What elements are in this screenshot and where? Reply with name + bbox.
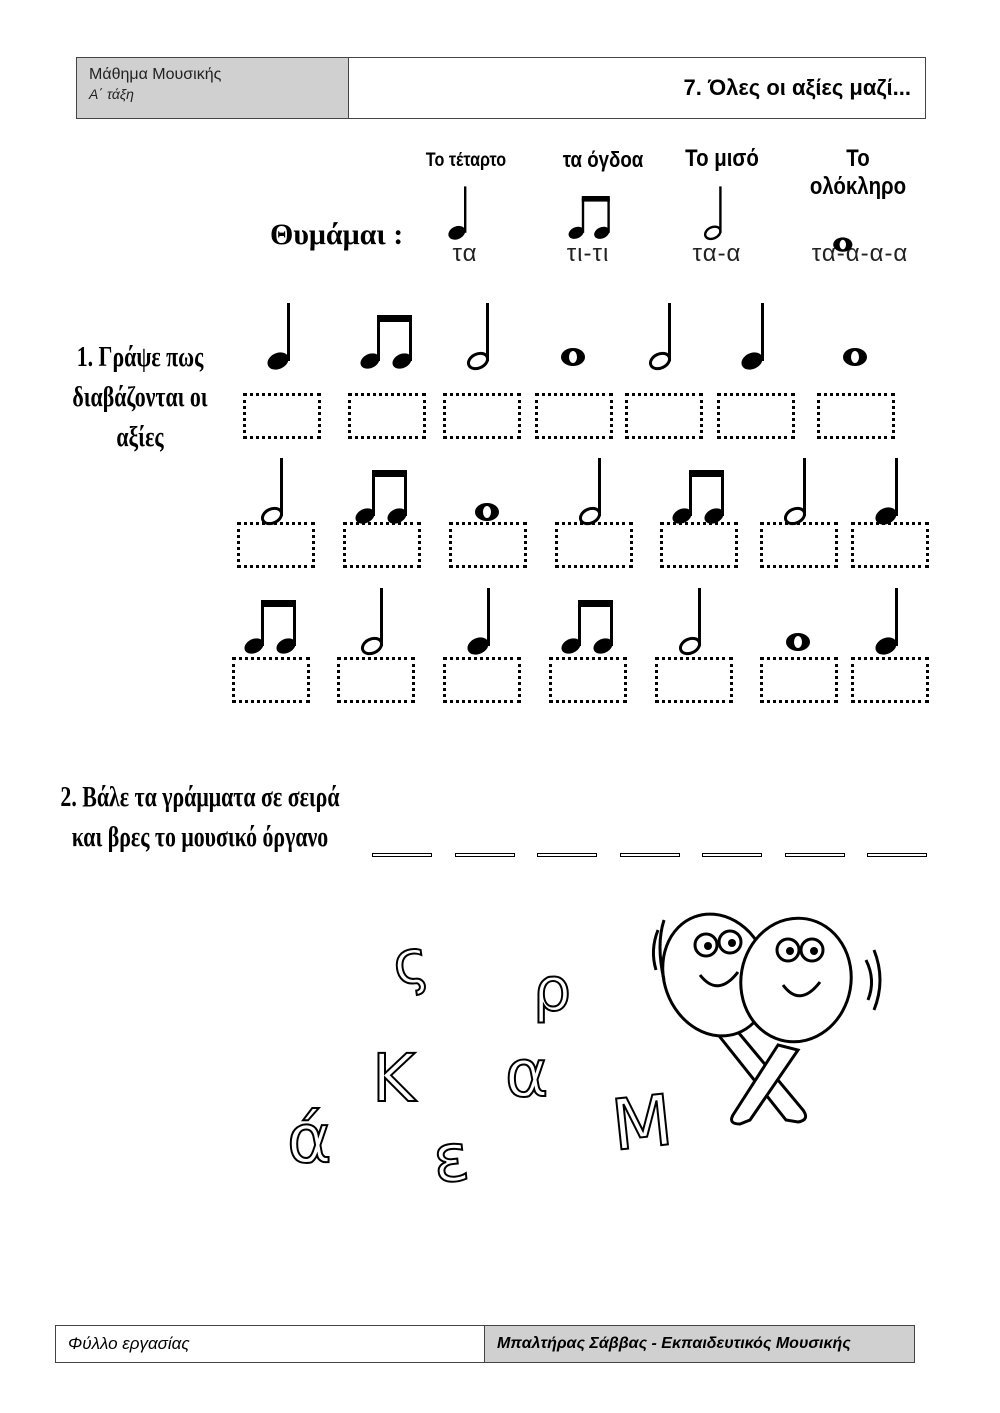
letter-tile[interactable]: α (504, 1034, 549, 1113)
letter-tile[interactable]: Κ (371, 1039, 416, 1118)
eighths-note-icon (360, 315, 412, 369)
exercise2-title-line1: 2. Βάλε τα γράμματα σε σειρά (60, 782, 340, 813)
answer-box[interactable] (535, 393, 613, 439)
answer-box[interactable] (343, 522, 421, 568)
answer-box[interactable] (555, 522, 633, 568)
eighths-note-icon (672, 470, 724, 524)
footer-left-label: Φύλλο εργασίας (68, 1334, 190, 1353)
answer-blank[interactable] (537, 853, 597, 857)
half-note-icon (648, 303, 672, 371)
answer-box[interactable] (243, 393, 321, 439)
half-note-icon (466, 303, 490, 371)
half-note-icon (360, 588, 384, 656)
answer-box[interactable] (760, 522, 838, 568)
letter-tile[interactable]: ά (286, 1099, 333, 1180)
maracas-icon (651, 912, 882, 1126)
answer-blank[interactable] (454, 853, 515, 857)
answer-box[interactable] (237, 522, 315, 568)
legend-name-eighths: τα όγδοα (562, 147, 644, 172)
worksheet-footer: Φύλλο εργασίας Μπαλτήρας Σάββας - Εκπαιδ… (55, 1325, 915, 1363)
footer-author-label: Μπαλτήρας Σάββας - Εκπαιδευτικός Μουσική… (484, 1326, 914, 1362)
eighths-note-icon (568, 196, 610, 239)
letter-tile[interactable]: ε (428, 1117, 474, 1199)
answer-blank[interactable] (372, 853, 432, 857)
exercise1-title-line2: διαβάζονται οι αξίες (72, 382, 208, 453)
answer-box[interactable] (851, 522, 929, 568)
quarter-note-icon (448, 186, 467, 240)
legend-syllable-whole: τα-α-α-α (811, 240, 909, 267)
whole-note-icon (475, 503, 499, 521)
quarter-note-icon (267, 303, 290, 370)
exercise1-title-line1: 1. Γράψε πως (76, 342, 204, 373)
subject-label: Μάθημα Μουσικής (89, 66, 222, 83)
header-subject-cell: Μάθημα Μουσικής Α΄ τάξη (77, 58, 349, 118)
legend-syllable-eighths: τι-τι (566, 240, 610, 267)
whole-note-icon (786, 633, 810, 651)
answer-box[interactable] (851, 657, 929, 703)
legend-name-half: Το μισό (685, 145, 759, 172)
answer-box[interactable] (443, 393, 521, 439)
exercise2-title-line2: και βρες το μουσικό όργανο (71, 822, 329, 853)
legend-syllable-quarter: τα (452, 240, 478, 267)
answer-box[interactable] (549, 657, 627, 703)
answer-box[interactable] (760, 657, 838, 703)
eighths-note-icon (561, 600, 613, 654)
quarter-note-icon (741, 303, 764, 370)
answer-box[interactable] (443, 657, 521, 703)
answer-box[interactable] (625, 393, 703, 439)
remember-label: Θυμάμαι : (270, 218, 404, 251)
legend-syllable-half: τα-α (692, 240, 742, 267)
answer-box[interactable] (232, 657, 310, 703)
eighths-note-icon (244, 600, 296, 654)
answer-blank[interactable] (784, 853, 845, 857)
legend-name-quarter: Το τέταρτο (425, 150, 507, 171)
half-note-icon (578, 458, 602, 526)
whole-note-icon (843, 348, 867, 366)
answer-box[interactable] (655, 657, 733, 703)
half-note-icon (260, 458, 284, 526)
grade-label: Α΄ τάξη (89, 86, 134, 102)
exercise2-title: 2. Βάλε τα γράμματα σε σειρά και βρες το… (60, 778, 341, 858)
answer-blank[interactable] (619, 853, 680, 857)
quarter-note-icon (467, 588, 490, 655)
answer-box[interactable] (337, 657, 415, 703)
eighths-note-icon (355, 470, 407, 524)
worksheet-title: 7. Όλες οι αξίες μαζί... (683, 75, 912, 100)
letter-tile[interactable]: ς (387, 925, 434, 1001)
worksheet-header: Μάθημα Μουσικής Α΄ τάξη 7. Όλες οι αξίες… (76, 57, 926, 119)
legend-name-whole: Το ολόκληρο (809, 145, 907, 200)
answer-blank[interactable] (702, 853, 762, 857)
answer-box[interactable] (348, 393, 426, 439)
quarter-note-icon (875, 588, 898, 655)
whole-note-icon (833, 237, 853, 252)
answer-box[interactable] (449, 522, 527, 568)
letter-tile[interactable]: ρ (532, 954, 572, 1026)
exercise1-title: 1. Γράψε πως διαβάζονται οι αξίες (62, 338, 218, 458)
whole-note-icon (561, 348, 585, 366)
half-note-icon (783, 458, 807, 526)
answer-box[interactable] (717, 393, 795, 439)
quarter-note-icon (875, 458, 898, 525)
half-note-icon (678, 588, 702, 656)
answer-box[interactable] (660, 522, 738, 568)
half-note-icon (703, 186, 722, 241)
answer-blank[interactable] (867, 853, 927, 857)
answer-box[interactable] (817, 393, 895, 439)
